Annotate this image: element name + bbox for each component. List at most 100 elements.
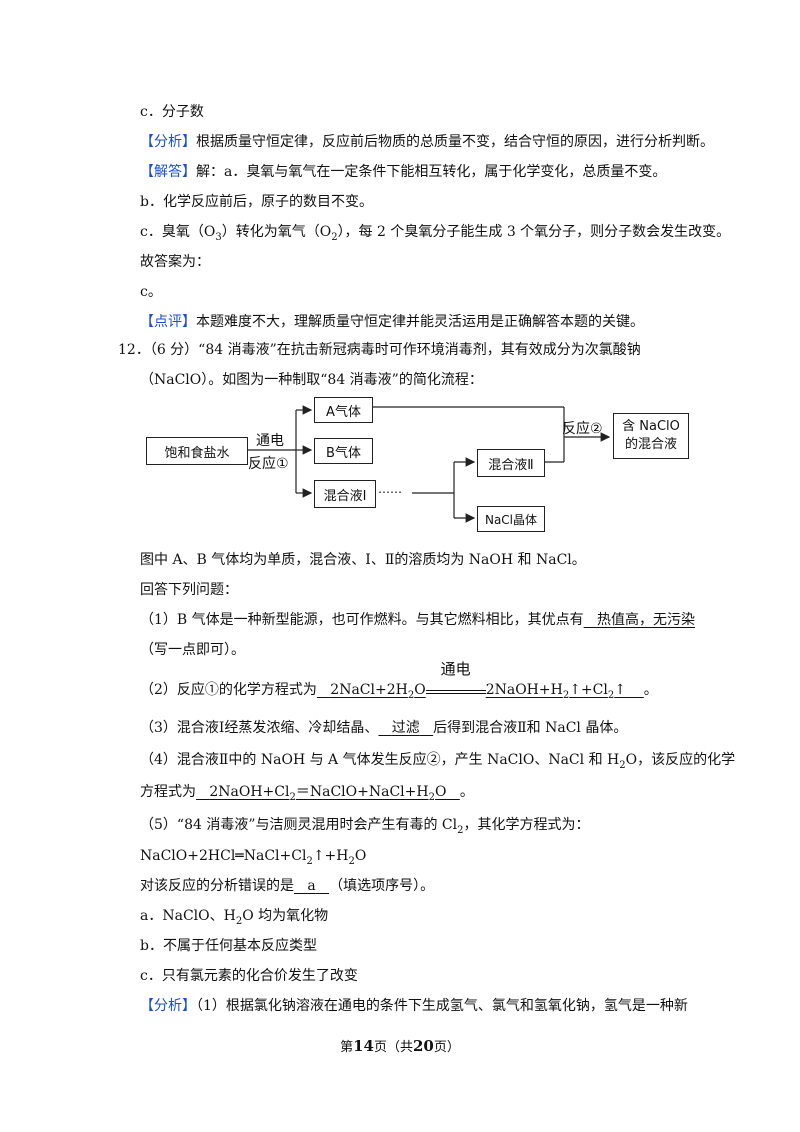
question-number: 12． (118, 342, 150, 358)
part4-line1: （4）混合液Ⅱ中的 NaOH 与 A 气体发生反应②，产生 NaClO、NaCl… (140, 750, 735, 776)
subscript: 3 (215, 231, 222, 243)
eq-right-end: ↑ (614, 682, 626, 698)
eq-right: 2NaOH+H (485, 682, 563, 698)
part5-text-a: （5）“84 消毒液”与洁厕灵混用时会产生有毒的 Cl (140, 817, 458, 833)
footer-suffix: 页） (433, 1040, 460, 1055)
answer-a: 解：a．臭氧与氧气在一定条件下能相互转化，属于化学变化，总质量不变。 (196, 164, 667, 180)
comment-tag: 【点评】 (140, 314, 196, 330)
q12-analysis: 【分析】（1）根据氯化钠溶液在通电的条件下生成氢气、氯气和氢氧化钠，氢气是一种新 (140, 996, 688, 1016)
part4-prefix: 方程式为 (140, 784, 196, 800)
subscript: 2 (428, 791, 435, 803)
gas-b-box: B气体 (314, 438, 373, 464)
equation-condition: 通电 (425, 660, 486, 694)
answer-c-part: c．臭氧（O (140, 224, 216, 240)
answer-prompt: 回答下列问题： (140, 582, 238, 598)
part1-note: （写一点即可）。 (140, 642, 245, 658)
eq-left: 2NaCl+2H (330, 682, 408, 698)
subscript: 2 (289, 791, 296, 803)
analysis-text: （1）根据氯化钠溶液在通电的条件下生成氢气、氯气和氢氧化钠，氢气是一种新 (196, 998, 688, 1014)
reaction1-label: 反应① (248, 456, 289, 472)
page-footer: 第14页（共20页） (0, 1036, 800, 1055)
question-intro-line1: 12．（6 分）“84 消毒液”在抗击新冠病毒时可作环境消毒剂，其有效成分为次氯… (118, 340, 641, 360)
diagram-note: 图中 A、B 气体均为单质，混合液、Ⅰ、Ⅱ的溶质均为 NaOH 和 NaCl。 (140, 552, 586, 568)
condition-text: 通电 (440, 660, 471, 678)
final-answer: c。 (140, 284, 162, 300)
question-intro-line2: （NaClO）。如图为一种制取“84 消毒液”的简化流程： (140, 372, 483, 388)
part4-text: （4）混合液Ⅱ中的 NaOH 与 A 气体发生反应②，产生 NaClO、NaCl… (140, 752, 620, 768)
comment-text: 本题难度不大，理解质量守恒定律并能灵活运用是正确解答本题的关键。 (196, 314, 644, 330)
part1-text: （1）B 气体是一种新型能源，也可作燃料。与其它燃料相比，其优点有 (140, 612, 584, 628)
part5-question: 对该反应的分析错误的是 a （填选项序号）。 (140, 876, 434, 896)
part4-line2: 方程式为 2NaOH+Cl2＝NaClO+NaCl+H2O 。 (140, 782, 474, 808)
footer-mid: 页（共 (373, 1040, 413, 1055)
gas-a-box: A气体 (314, 397, 373, 423)
part1: （1）B 气体是一种新型能源，也可作燃料。与其它燃料相比，其优点有 热值高，无污… (140, 610, 695, 630)
part5-answer: a (294, 878, 329, 894)
subscript: 2 (607, 689, 615, 701)
part1-answer: 热值高，无污染 (584, 612, 695, 628)
part5-question-text: 对该反应的分析错误的是 (140, 878, 294, 894)
option-c: c．只有氯元素的化合价发生了改变 (140, 968, 358, 984)
subscript: 2 (331, 231, 338, 243)
part4-answer: 2NaOH+Cl2＝NaClO+NaCl+H2O (196, 784, 460, 803)
footer-prefix: 第 (340, 1040, 354, 1055)
option-c: c．分子数 (140, 104, 204, 120)
part4-text: O，该反应的化学 (625, 752, 736, 768)
analysis-tag: 【分析】 (140, 998, 196, 1014)
subscript: 2 (457, 824, 464, 836)
answer-c-part: ），每 2 个臭氧分子能生成 3 个氧分子，则分子数会发生改变。 (337, 224, 731, 240)
ellipsis: …… (378, 482, 402, 496)
analysis-tag: 【分析】 (140, 134, 196, 150)
part1-answer-text: 热值高，无污染 (597, 612, 696, 628)
nacl-crystal-box: NaCl晶体 (477, 506, 545, 532)
part5-eq-c: O (354, 848, 367, 864)
part3-answer: 过滤 (378, 720, 433, 736)
part4-answer-a: 2NaOH+Cl (209, 784, 290, 800)
answer-c: c．臭氧（O3）转化为氧气（O2），每 2 个臭氧分子能生成 3 个氧分子，则分… (140, 222, 730, 248)
part2-text: （2）反应①的化学方程式为 (140, 682, 317, 698)
reaction1-condition-label: 通电 (256, 433, 284, 449)
part3-text: （3）混合液Ⅰ经蒸发浓缩、冷却结晶、 (140, 720, 379, 736)
analysis-paragraph: 【分析】根据质量守恒定律，反应前后物质的总质量不变，结合守恒的原因，进行分析判断… (140, 132, 714, 152)
comment-paragraph: 【点评】本题难度不大，理解质量守恒定律并能灵活运用是正确解答本题的关键。 (140, 312, 644, 332)
naclo-mixture-line1: 含 NaClO (622, 419, 680, 434)
option-a-text: a．NaClO、H (140, 908, 236, 924)
part3-suffix: 后得到混合液Ⅱ和 NaCl 晶体。 (433, 720, 628, 736)
part2-end: 。 (643, 682, 658, 698)
part5-eq-b: ↑+H (312, 848, 349, 864)
subscript: 2 (306, 855, 313, 867)
page-number: 14 (353, 1037, 374, 1055)
option-a: a．NaClO、H2O 均为氧化物 (140, 906, 328, 932)
part5-text-b: ，其化学方程式为： (463, 817, 590, 833)
naclo-mixture-line2: 的混合液 (624, 437, 677, 452)
part5-text: （5）“84 消毒液”与洁厕灵混用时会产生有毒的 Cl2，其化学方程式为： (140, 815, 590, 841)
part5-answer-text: a (307, 878, 316, 894)
final-label: 故答案为： (140, 254, 210, 270)
naclo-mixture-box: 含 NaClO 的混合液 (613, 413, 689, 459)
subscript: 2 (407, 689, 415, 701)
answer-tag: 【解答】 (140, 164, 196, 180)
option-a-text: O 均为氧化物 (242, 908, 329, 924)
mixture-2-box: 混合液Ⅱ (477, 449, 545, 477)
question-intro-text: （6 分）“84 消毒液”在抗击新冠病毒时可作环境消毒剂，其有效成分为次氯酸钠 (149, 342, 641, 358)
part5-line1: （5）“84 消毒液”与洁厕灵混用时会产生有毒的 Cl2，其化学方程式为： (140, 815, 680, 841)
part4-answer-c: O (434, 784, 447, 800)
answer-b: b．化学反应前后，原子的数目不变。 (140, 194, 373, 210)
answer-c-part: ）转化为氧气（O (221, 224, 332, 240)
part4-end: 。 (459, 784, 474, 800)
subscript: 2 (619, 759, 626, 771)
part5-eq-a: NaClO+2HCl═NaCl+Cl (140, 848, 307, 864)
mixture-1-box: 混合液Ⅰ (314, 480, 376, 508)
analysis-text: 根据质量守恒定律，反应前后物质的总质量不变，结合守恒的原因，进行分析判断。 (196, 134, 714, 150)
subscript: 2 (562, 689, 570, 701)
part4-answer-b: ＝NaClO+NaCl+H (295, 784, 429, 800)
answer-paragraph: 【解答】解：a．臭氧与氧气在一定条件下能相互转化，属于化学变化，总质量不变。 (140, 162, 666, 182)
eq-right-mid: ↑+Cl (569, 682, 608, 698)
part5-equation: NaClO+2HCl═NaCl+Cl2↑+H2O (140, 846, 366, 872)
subscript: 2 (348, 855, 355, 867)
part3-answer-text: 过滤 (391, 720, 420, 736)
part3: （3）混合液Ⅰ经蒸发浓缩、冷却结晶、 过滤 后得到混合液Ⅱ和 NaCl 晶体。 (140, 718, 627, 738)
part5-question-suffix: （填选项序号）。 (329, 878, 435, 894)
